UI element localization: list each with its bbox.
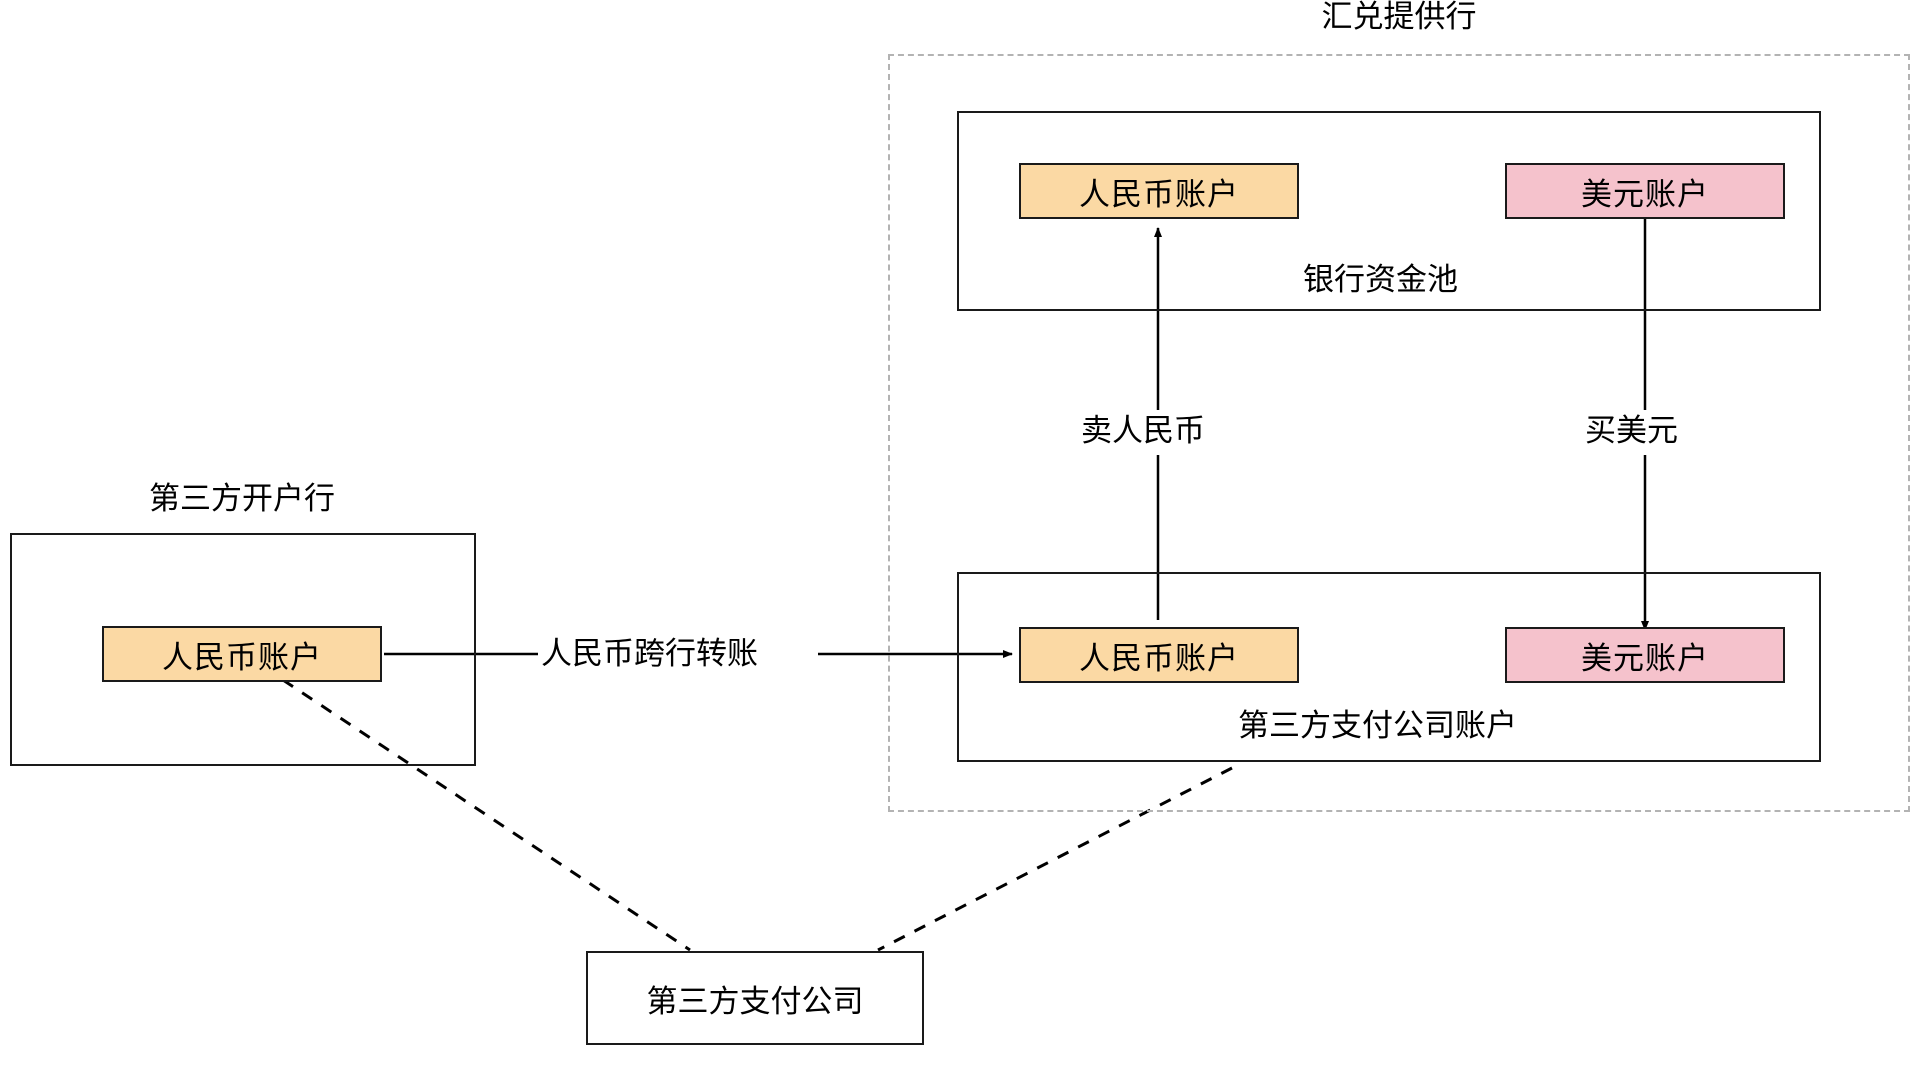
exchange-provider-bank-title: 汇兑提供行 [1321,0,1477,35]
entity-payment-company[interactable]: 第三方支付公司 [586,951,924,1045]
bank-fund-pool-label: 银行资金池 [1303,262,1458,298]
payment-company-account-box [957,572,1821,762]
account-payment-rmb[interactable]: 人民币账户 [1019,627,1299,683]
bank-fund-pool-box [957,111,1821,311]
third-party-bank-title: 第三方开户行 [149,481,335,517]
exchange-provider-bank-container [888,54,1910,812]
edge-label-buy-usd: 买美元 [1585,413,1678,449]
account-payment-usd[interactable]: 美元账户 [1505,627,1785,683]
account-origin-rmb[interactable]: 人民币账户 [102,626,382,682]
edge-label-cross-bank-transfer: 人民币跨行转账 [541,636,758,672]
edge-label-sell-rmb: 卖人民币 [1081,413,1205,449]
account-pool-usd[interactable]: 美元账户 [1505,163,1785,219]
payment-company-account-label: 第三方支付公司账户 [1238,708,1517,744]
third-party-bank-box [10,533,476,766]
account-pool-rmb[interactable]: 人民币账户 [1019,163,1299,219]
